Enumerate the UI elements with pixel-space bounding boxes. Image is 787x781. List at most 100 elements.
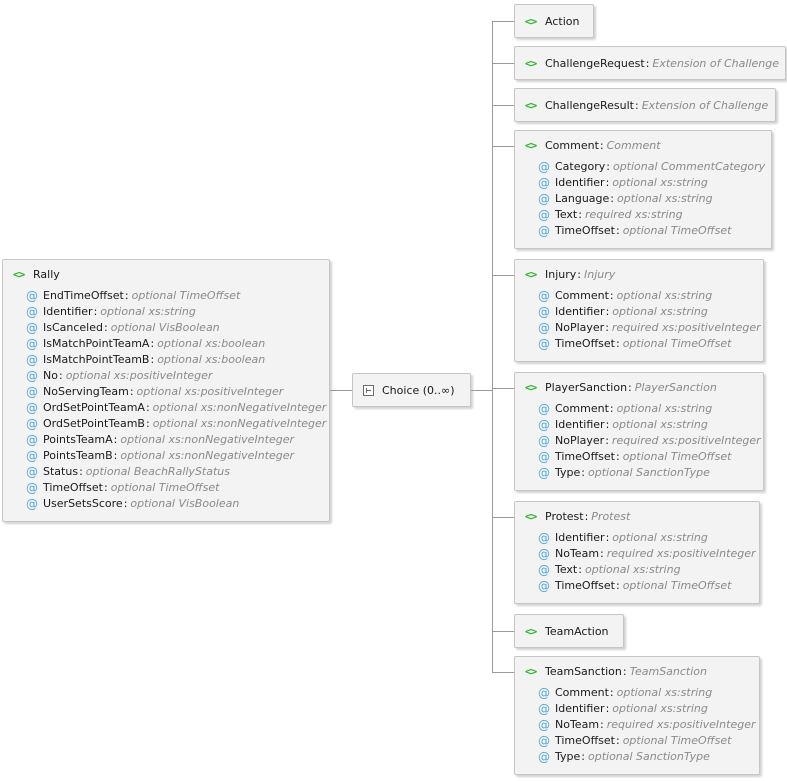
attribute-icon: @ [26,497,38,511]
attribute-name: Identifier [555,702,605,715]
attribute-row: @NoTeam:required xs:positiveInteger [525,717,756,733]
type-separator: : [615,337,620,350]
attribute-icon: @ [26,369,38,383]
element-box-comment[interactable]: <>Comment:Comment@Category:optional Comm… [514,130,772,249]
attribute-type: optional xs:string [612,418,708,431]
element-box-playersanction[interactable]: <>PlayerSanction:PlayerSanction@Comment:… [514,372,764,491]
attribute-icon: @ [26,417,38,431]
type-separator: : [150,353,155,366]
attribute-icon: @ [538,337,550,351]
type-separator: : [578,563,582,576]
element-box-action[interactable]: <>Action [514,4,594,38]
attribute-name: TimeOffset [555,450,615,463]
element-type: Extension of Challenge [652,57,779,70]
type-separator: : [150,337,155,350]
attribute-icon: @ [26,305,38,319]
element-type: Comment [606,139,661,152]
type-separator: : [615,450,620,463]
attribute-row: @IsMatchPointTeamB:optional xs:boolean [13,352,319,368]
attribute-row: @Identifier:optional xs:string [525,304,753,320]
attribute-row: @Type:optional SanctionType [525,749,749,765]
attribute-row: @OrdSetPointTeamB:optional xs:nonNegativ… [13,416,326,432]
attribute-type: required xs:positiveInteger [611,321,761,334]
element-box-challengeresult[interactable]: <>ChallengeResult:Extension of Challenge [514,88,776,122]
element-icon: <> [525,510,537,523]
attribute-row: @Text:optional xs:string [525,562,749,578]
attribute-type: optional TimeOffset [622,734,732,747]
element-name: PlayerSanction [545,381,628,394]
element-box-teamaction[interactable]: <>TeamAction [514,614,624,648]
element-title: <>ChallengeResult:Extension of Challenge [525,96,768,116]
type-separator: : [605,321,609,334]
type-separator: : [605,531,610,544]
attribute-icon: @ [26,481,38,495]
element-type: TeamSanction [629,665,708,678]
type-separator: : [615,734,620,747]
attribute-name: OrdSetPointTeamB [43,417,145,430]
type-separator: : [622,665,627,678]
choice-box[interactable]: Choice (0..∞) [352,373,471,407]
attribute-type: optional VisBoolean [110,321,220,334]
attribute-icon: @ [538,750,550,764]
attribute-type: optional BeachRallyStatus [85,465,230,478]
attribute-icon: @ [26,321,38,335]
attribute-icon: @ [26,289,38,303]
attribute-row: @Text:required xs:string [525,207,761,223]
attribute-type: optional xs:string [616,402,713,415]
attribute-name: Text [555,208,578,221]
element-icon: <> [525,57,537,70]
attribute-row: @No:optional xs:positiveInteger [13,368,319,384]
attribute-name: Text [555,563,578,576]
choice-icon [363,384,374,396]
element-name: Action [545,15,580,28]
attribute-icon: @ [538,547,550,561]
connector-line [492,21,514,22]
element-box-injury[interactable]: <>Injury:Injury @ Comment: optional xs:stri… [514,259,764,362]
attribute-name: EndTimeOffset [43,289,124,302]
attribute-row: @Category:optional CommentCategory [525,159,765,175]
attribute-type: optional TimeOffset [622,450,732,463]
type-separator: : [628,381,632,394]
attribute-name: Comment [555,289,609,302]
attribute-icon: @ [538,418,550,432]
attribute-icon: @ [538,450,550,464]
attribute-icon: @ [26,449,38,463]
attribute-icon: @ [538,321,550,335]
attribute-icon: @ [538,176,550,190]
type-separator: : [113,449,118,462]
type-separator: : [145,401,150,414]
connector-line [492,517,514,518]
attribute-row: @Type:optional SanctionType [525,465,753,481]
attribute-icon: @ [538,686,550,700]
attribute-type: optional xs:string [612,176,708,189]
element-icon: <> [13,268,25,281]
type-separator: : [124,289,129,302]
type-separator: : [584,510,589,523]
attribute-row: @Comment:optional xs:string [525,288,753,304]
attribute-type: optional xs:string [612,702,708,715]
element-box-protest[interactable]: <>Protest:Protest@Identifier:optional xs… [514,501,760,604]
attribute-name: TimeOffset [555,337,615,350]
attribute-type: optional xs:nonNegativeInteger [152,401,327,414]
attribute-icon: @ [538,289,550,303]
attribute-row: @TimeOffset:optional TimeOffset [525,733,749,749]
attribute-name: IsMatchPointTeamB [43,353,150,366]
type-separator: : [609,402,614,415]
attribute-row: @Comment:optional xs:string [525,401,753,417]
connector-line [492,105,514,106]
attribute-type: optional xs:string [616,289,713,302]
type-separator: : [634,99,639,112]
element-box-teamsanction[interactable]: <>TeamSanction:TeamSanction@Comment:opti… [514,656,760,775]
type-separator: : [600,718,604,731]
type-separator: : [600,547,604,560]
element-box-rally[interactable]: <>Rally@EndTimeOffset:optional TimeOffse… [2,259,330,522]
attribute-icon: @ [538,305,550,319]
type-separator: : [58,369,63,382]
element-title: <>Injury:Injury [525,265,753,285]
type-separator: : [615,224,620,237]
element-box-challengerequest[interactable]: <>ChallengeRequest:Extension of Challeng… [514,46,786,80]
attribute-name: No [43,369,58,382]
attribute-icon: @ [538,702,550,716]
attribute-type: optional SanctionType [587,750,710,763]
attribute-name: Category [555,160,606,173]
